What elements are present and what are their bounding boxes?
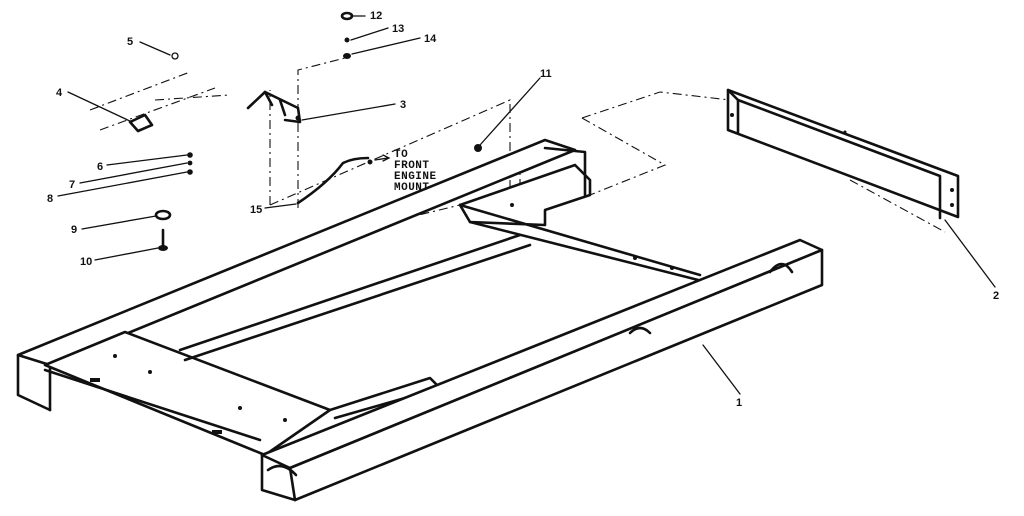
main-frame — [16, 138, 824, 502]
leader-lines — [57, 15, 996, 395]
note-line-2: FRONT — [394, 160, 430, 172]
label-part-9: 9 — [71, 224, 77, 236]
reference-lines — [89, 57, 946, 233]
engine-bracket — [246, 90, 302, 124]
label-part-7: 7 — [69, 179, 75, 191]
note-line-3: ENGINE — [394, 171, 437, 183]
engine-mount-note: TO FRONT ENGINE MOUNT — [394, 149, 437, 194]
note-line-1: TO — [394, 149, 408, 161]
note-line-4: MOUNT — [394, 182, 430, 194]
label-part-10: 10 — [80, 256, 92, 268]
label-part-1: 1 — [736, 397, 742, 409]
label-part-2: 2 — [993, 290, 999, 302]
label-part-6: 6 — [97, 161, 103, 173]
label-part-8: 8 — [47, 193, 53, 205]
label-part-5: 5 — [127, 36, 133, 48]
label-part-12: 12 — [370, 10, 382, 22]
part-labels: 1 2 3 4 5 6 7 8 9 10 11 12 13 14 15 — [47, 10, 999, 409]
label-part-4: 4 — [56, 87, 63, 99]
label-part-11: 11 — [540, 68, 552, 80]
hardware — [128, 11, 482, 251]
label-part-14: 14 — [424, 33, 437, 45]
label-part-3: 3 — [400, 99, 406, 111]
label-part-15: 15 — [250, 204, 262, 216]
rear-crossmember — [726, 88, 960, 220]
label-part-13: 13 — [392, 23, 404, 35]
